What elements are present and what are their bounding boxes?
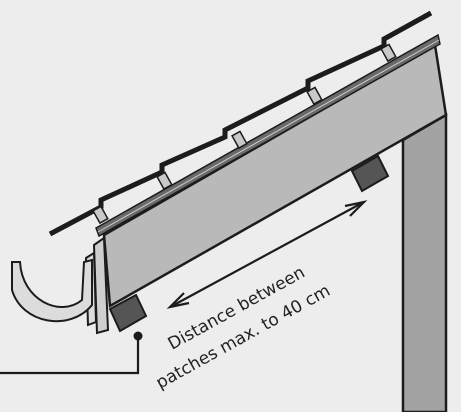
tile-clips (92, 43, 397, 225)
leader-line-icon (0, 331, 143, 375)
patch-upper (350, 154, 390, 193)
adhesive-patches (108, 154, 390, 333)
wall (401, 112, 448, 412)
distance-arrow-icon (166, 200, 368, 309)
patch-lower (108, 293, 148, 333)
roof-tiles (48, 10, 433, 237)
batten-strip (95, 33, 441, 238)
gutter (11, 258, 93, 323)
